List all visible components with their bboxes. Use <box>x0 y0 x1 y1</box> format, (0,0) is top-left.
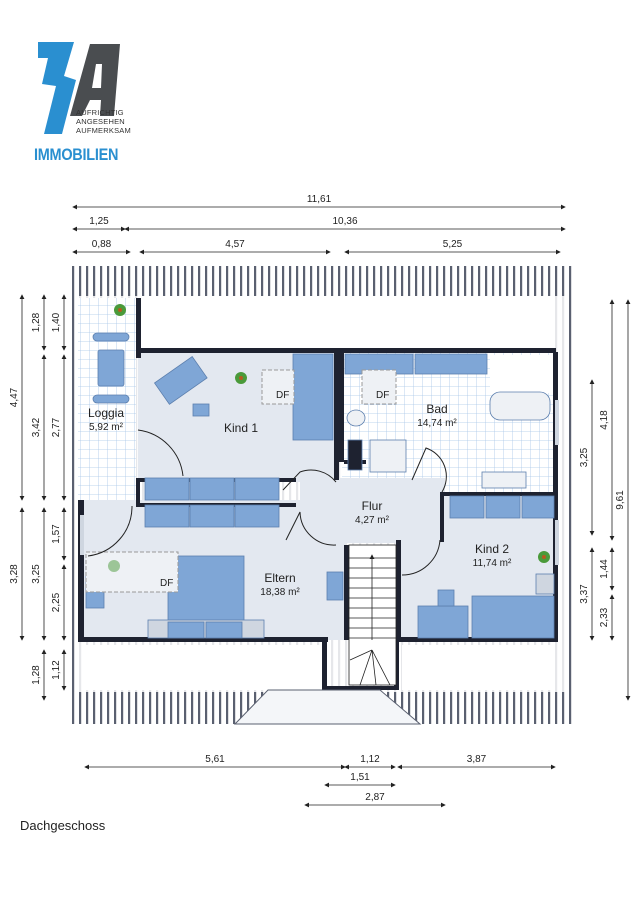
dimension-label: 3,37 <box>579 584 590 604</box>
door-loggia <box>137 429 184 477</box>
room-name-bad: Bad <box>426 402 447 416</box>
dimension-label: 1,28 <box>31 665 42 685</box>
dimension-label: 5,61 <box>205 754 225 765</box>
dimension-label: 10,36 <box>332 216 357 227</box>
logo-name: IMMOBILIEN <box>34 145 119 164</box>
plant-icon <box>108 304 550 572</box>
df-label-bad: DF <box>376 390 389 401</box>
company-logo <box>38 42 120 134</box>
door-kind1 <box>282 469 337 491</box>
door-kind2 <box>401 539 441 576</box>
dimension-label: 11,61 <box>307 194 332 205</box>
dimension-label: 5,25 <box>443 239 463 250</box>
roof-window-eltern <box>85 551 179 593</box>
dimension-label: 2,77 <box>51 417 62 437</box>
roof-window-kind1 <box>261 369 295 405</box>
dimension-label: 1,12 <box>51 660 62 680</box>
dormer <box>233 689 422 725</box>
dimension-label: 1,12 <box>360 754 380 765</box>
dimension-label: 4,18 <box>599 410 610 430</box>
furniture <box>85 332 555 639</box>
dimension-label: 2,87 <box>365 792 385 803</box>
dimension-label: 1,40 <box>51 312 62 332</box>
dimension-label: 0,88 <box>92 239 112 250</box>
room-name-loggia: Loggia <box>88 406 124 420</box>
room-name-eltern: Eltern <box>264 571 295 585</box>
logo-tagline-3: AUFMERKSAM <box>76 126 131 135</box>
dimension-label: 1,57 <box>51 524 62 544</box>
df-label-eltern: DF <box>160 578 173 589</box>
room-area-loggia: 5,92 m² <box>89 422 124 433</box>
dimension-label: 1,25 <box>89 216 109 227</box>
roof-window-bad <box>361 369 397 405</box>
dimension-label: 3,87 <box>467 754 487 765</box>
door-eltern <box>87 505 133 557</box>
dimension-label: 4,47 <box>9 387 20 407</box>
logo-tagline-1: AUFRICHTIG <box>76 108 124 117</box>
logo-tagline-2: ANGESEHEN <box>76 117 125 126</box>
dimension-label: 3,28 <box>9 564 20 584</box>
df-label-kind1: DF <box>276 390 289 401</box>
dimension-label: 1,51 <box>350 772 370 783</box>
dimension-label: 3,25 <box>579 447 590 467</box>
dimension-label: 1,28 <box>31 312 42 332</box>
door-bad <box>411 447 447 493</box>
dimension-label: 2,33 <box>599 607 610 627</box>
room-name-kind2: Kind 2 <box>475 542 509 556</box>
room-area-eltern: 18,38 m² <box>260 587 300 598</box>
room-area-bad: 14,74 m² <box>417 418 457 429</box>
dimension-label: 9,61 <box>615 490 626 510</box>
room-name-kind1: Kind 1 <box>224 421 258 435</box>
dimension-label: 3,25 <box>31 564 42 584</box>
dimension-label: 1,44 <box>599 559 610 579</box>
floor-label: Dachgeschoss <box>20 818 106 833</box>
room-name-flur: Flur <box>362 499 383 513</box>
dimension-label: 2,25 <box>51 592 62 612</box>
room-area-flur: 4,27 m² <box>355 515 390 526</box>
dimension-label: 4,57 <box>225 239 245 250</box>
room-area-kind2: 11,74 m² <box>473 558 512 569</box>
dimension-label: 3,42 <box>31 417 42 437</box>
staircase <box>348 544 397 686</box>
door-eltern-flur <box>285 511 337 546</box>
